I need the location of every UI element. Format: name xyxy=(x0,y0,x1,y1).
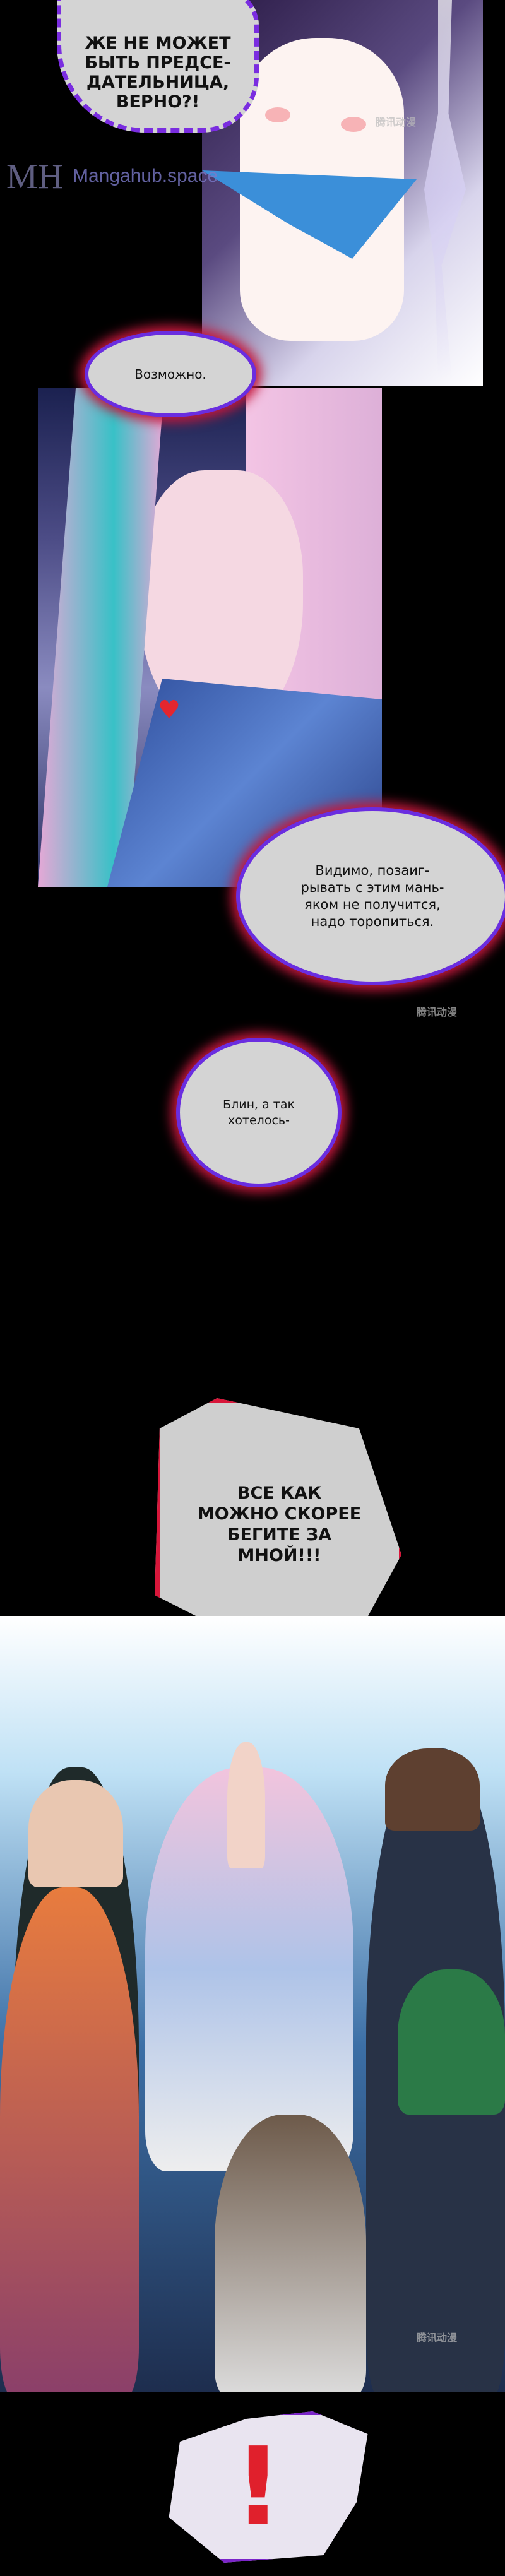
exclamation-panel: ! xyxy=(0,2392,505,2576)
man-face xyxy=(28,1780,123,1887)
green-hat xyxy=(398,1969,505,2115)
publisher-watermark: 腾讯动漫 xyxy=(417,1006,458,1018)
short-haired-boy xyxy=(215,2115,366,2399)
orange-haired-person xyxy=(0,1887,139,2399)
hamster-cheek xyxy=(341,117,366,132)
speech-bubble-hurry: Видимо, позаиг- рывать с этим мань- яком… xyxy=(240,811,505,982)
speech-bubble-maybe: Возможно. xyxy=(88,335,252,413)
lightning-effect xyxy=(424,0,466,379)
brown-hair xyxy=(385,1748,480,1831)
raised-fist xyxy=(227,1742,265,1868)
publisher-watermark: 腾讯动漫 xyxy=(376,116,417,128)
speech-bubble-wanted: Блин, а так хотелось- xyxy=(180,1042,338,1184)
speech-bubble-president: ЖЕ НЕ МОЖЕТ БЫТЬ ПРЕДСЕ- ДАТЕЛЬНИЦА, ВЕР… xyxy=(57,0,259,133)
girl-closeup-panel: ♥ xyxy=(38,388,382,887)
hamster-cheek xyxy=(265,107,290,122)
watermark-logo: MH xyxy=(6,157,64,196)
crowd-panel: 腾讯动漫 xyxy=(0,1616,505,2399)
heart-earring-icon: ♥ xyxy=(158,696,181,725)
publisher-watermark: 腾讯动漫 xyxy=(417,2332,458,2344)
hamster-panel: 腾讯动漫 xyxy=(202,0,483,386)
watermark-site: Mangahub.space xyxy=(73,165,218,186)
speech-bubble-follow: ВСЕ КАК МОЖНО СКОРЕЕ БЕГИТЕ ЗА МНОЙ!!! xyxy=(155,1398,402,1651)
exclamation-mark: ! xyxy=(234,2425,283,2549)
